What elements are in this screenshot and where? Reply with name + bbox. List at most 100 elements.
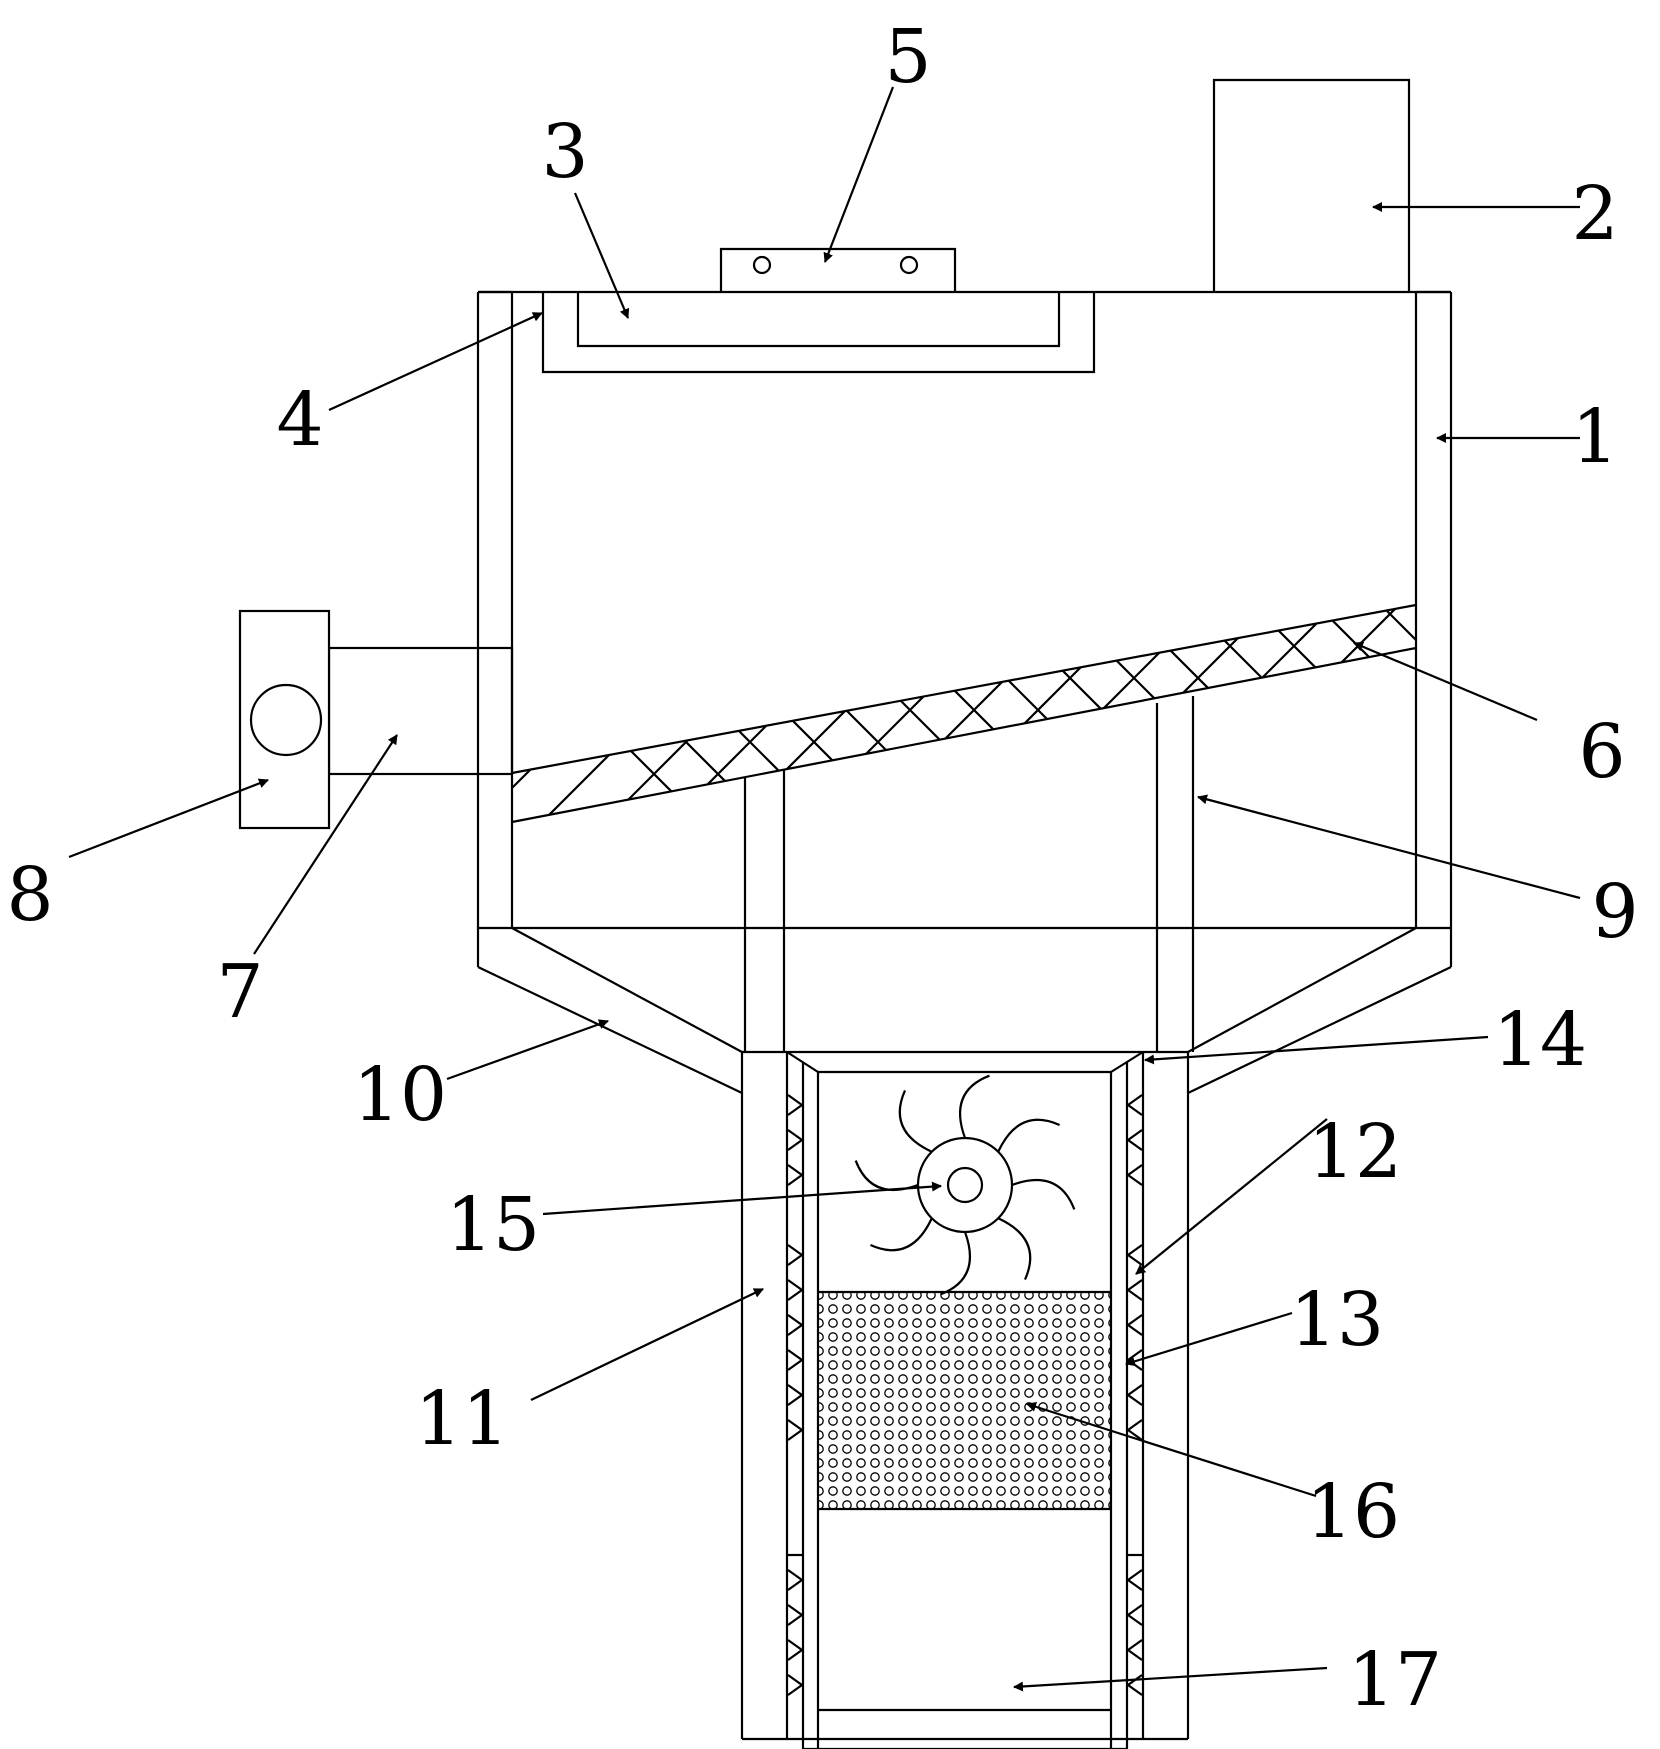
- wall-chevron: [787, 1164, 803, 1176]
- callout-14: 14: [1493, 997, 1587, 1083]
- wall-chevron: [1127, 1279, 1143, 1291]
- wall-chevron: [787, 1104, 803, 1116]
- wall-chevron: [787, 1429, 803, 1441]
- screen-hatch-line: [1015, 605, 1317, 822]
- wall-chevron: [787, 1139, 803, 1151]
- screen-hatch-line: [567, 605, 869, 822]
- screen-hatch-line: [1271, 605, 1416, 822]
- filter-medium: [818, 1290, 1111, 1511]
- support-legs: [743, 696, 1195, 1052]
- screen-hatch-line: [631, 605, 933, 822]
- impeller-blade: [997, 1118, 1061, 1153]
- screen-hatch-line: [1207, 605, 1416, 822]
- impeller-blade: [958, 1074, 990, 1139]
- screen-hatch-line: [1207, 605, 1416, 822]
- callout-2: 2: [1571, 171, 1618, 257]
- wall-chevron: [1127, 1254, 1143, 1266]
- lower-housing: [740, 1050, 1190, 1741]
- wall-chevron: [1127, 1429, 1143, 1441]
- wall-chevron: [787, 1684, 803, 1696]
- wall-chevron: [787, 1129, 803, 1141]
- screen-hatch-line: [1464, 560, 1660, 860]
- callout-16: 16: [1306, 1469, 1400, 1555]
- wall-chevron: [787, 1324, 803, 1336]
- wall-chevron: [1127, 1139, 1143, 1151]
- wall-chevron: [787, 1674, 803, 1686]
- screen-hatch-line: [951, 605, 1253, 822]
- callout-7: 7: [216, 949, 263, 1035]
- wall-chevron: [1127, 1639, 1143, 1651]
- callout-4: 4: [276, 377, 323, 463]
- wall-chevron: [1127, 1129, 1143, 1141]
- wall-chevron: [787, 1244, 803, 1256]
- wall-chevron: [1127, 1324, 1143, 1336]
- screen-hatch-line: [887, 605, 1189, 822]
- screen-hatch-line: [567, 605, 869, 822]
- callout-12: 12: [1308, 1109, 1402, 1195]
- screen-hatch-line: [759, 605, 1061, 822]
- callout-17: 17: [1348, 1637, 1442, 1723]
- wall-chevron: [1127, 1604, 1143, 1616]
- callout-6: 6: [1578, 709, 1625, 795]
- callout-1: 1: [1571, 394, 1618, 480]
- wall-chevron: [787, 1279, 803, 1291]
- wall-chevron: [787, 1349, 803, 1361]
- impeller-blade: [898, 1089, 933, 1153]
- wall-chevron: [1127, 1289, 1143, 1301]
- wall-chevron: [787, 1289, 803, 1301]
- screen-hatch-line: [1464, 560, 1660, 860]
- impeller-blade: [997, 1217, 1032, 1281]
- wall-chevron: [1127, 1384, 1143, 1396]
- wall-chevron: [1127, 1614, 1143, 1626]
- wall-chevron: [787, 1254, 803, 1266]
- wall-chevron: [787, 1569, 803, 1581]
- screen-hatch-line: [1271, 605, 1416, 822]
- wall-chevron: [1127, 1579, 1143, 1591]
- hinge-plate: [719, 247, 957, 292]
- impeller-blade: [854, 1160, 919, 1192]
- wall-chevron: [1127, 1314, 1143, 1326]
- impeller-blade: [940, 1231, 972, 1296]
- screen-hatch-line: [512, 605, 741, 822]
- wall-chevron: [1127, 1104, 1143, 1116]
- wall-chevron: [1127, 1419, 1143, 1431]
- wall-chevron: [787, 1384, 803, 1396]
- screen-hatch-line: [951, 605, 1253, 822]
- wall-chevron: [787, 1419, 803, 1431]
- wall-chevron: [1127, 1569, 1143, 1581]
- wall-chevron: [1127, 1349, 1143, 1361]
- wall-chevron: [787, 1604, 803, 1616]
- wall-chevron: [787, 1579, 803, 1591]
- wall-chevron: [1127, 1174, 1143, 1186]
- wall-chevron: [787, 1649, 803, 1661]
- wall-chevron: [787, 1174, 803, 1186]
- callout-5: 5: [884, 14, 931, 100]
- screen-hatch-line: [823, 605, 1125, 822]
- impeller-blade: [869, 1217, 933, 1252]
- inner-cartridge: [785, 1051, 1145, 1749]
- wall-chevron: [1127, 1649, 1143, 1661]
- feed-tray: [541, 292, 1096, 374]
- screen-hatch-line: [1079, 605, 1381, 822]
- callout-9: 9: [1591, 869, 1638, 955]
- wall-chevron: [1127, 1684, 1143, 1696]
- screen-hatch-line: [1079, 605, 1381, 822]
- wall-chevron: [1127, 1164, 1143, 1176]
- screen-hatch-line: [1015, 605, 1317, 822]
- wall-chevron: [787, 1614, 803, 1626]
- callout-11: 11: [415, 1376, 509, 1462]
- callout-15: 15: [446, 1182, 540, 1268]
- tank-body: [476, 290, 1453, 928]
- callout-8: 8: [6, 852, 53, 938]
- callout-labels: 1 2 3 4 5 6 7 8 9 10 11 12 13 14 15 16 1…: [6, 14, 1638, 1723]
- inclined-screen: [511, 560, 1660, 860]
- wall-chevron: [787, 1639, 803, 1651]
- wall-chevron: [787, 1314, 803, 1326]
- wall-chevron: [1127, 1394, 1143, 1406]
- pump: [238, 609, 331, 830]
- conical-bottom: [476, 926, 1453, 1094]
- leader-lines: [68, 86, 1581, 1692]
- wall-chevron: [1127, 1094, 1143, 1106]
